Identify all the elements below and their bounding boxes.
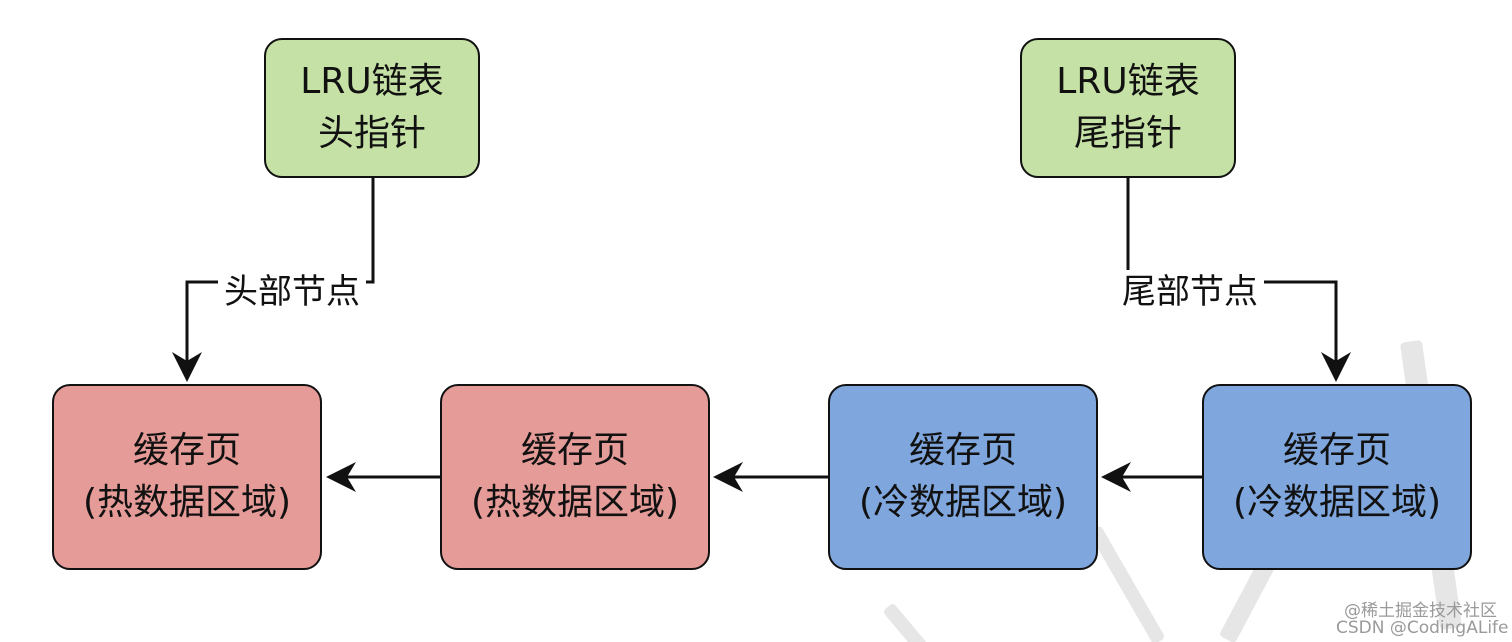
head-node-label: 头部节点 <box>218 270 366 314</box>
cache-page-region: (热数据区域) <box>82 482 292 523</box>
cache-page-region: (冷数据区域) <box>858 482 1068 523</box>
cache-page-hot-2: 缓存页 (热数据区域) <box>440 384 710 570</box>
cache-page-region: (冷数据区域) <box>1232 482 1442 523</box>
cache-page-title: 缓存页 <box>520 430 629 471</box>
cache-page-cold-1: 缓存页 (冷数据区域) <box>828 384 1098 570</box>
tail-node-label: 尾部节点 <box>1116 270 1264 314</box>
cache-page-cold-2: 缓存页 (冷数据区域) <box>1202 384 1472 570</box>
lru-tail-pointer-box: LRU链表 尾指针 <box>1020 38 1236 178</box>
tail-pointer-line2: 尾指针 <box>1073 113 1182 154</box>
head-pointer-line1: LRU链表 <box>300 61 444 102</box>
cache-page-hot-1: 缓存页 (热数据区域) <box>52 384 322 570</box>
cache-page-title: 缓存页 <box>1282 430 1391 471</box>
cache-page-title: 缓存页 <box>132 430 241 471</box>
watermark-line1: @稀土掘金技术社区 <box>1344 601 1497 621</box>
head-pointer-line2: 头指针 <box>317 113 426 154</box>
cache-page-title: 缓存页 <box>908 430 1017 471</box>
lru-head-pointer-box: LRU链表 头指针 <box>264 38 480 178</box>
tail-pointer-line1: LRU链表 <box>1056 61 1200 102</box>
watermark-line2: CSDN @CodingALife <box>1336 618 1509 638</box>
cache-page-region: (热数据区域) <box>470 482 680 523</box>
